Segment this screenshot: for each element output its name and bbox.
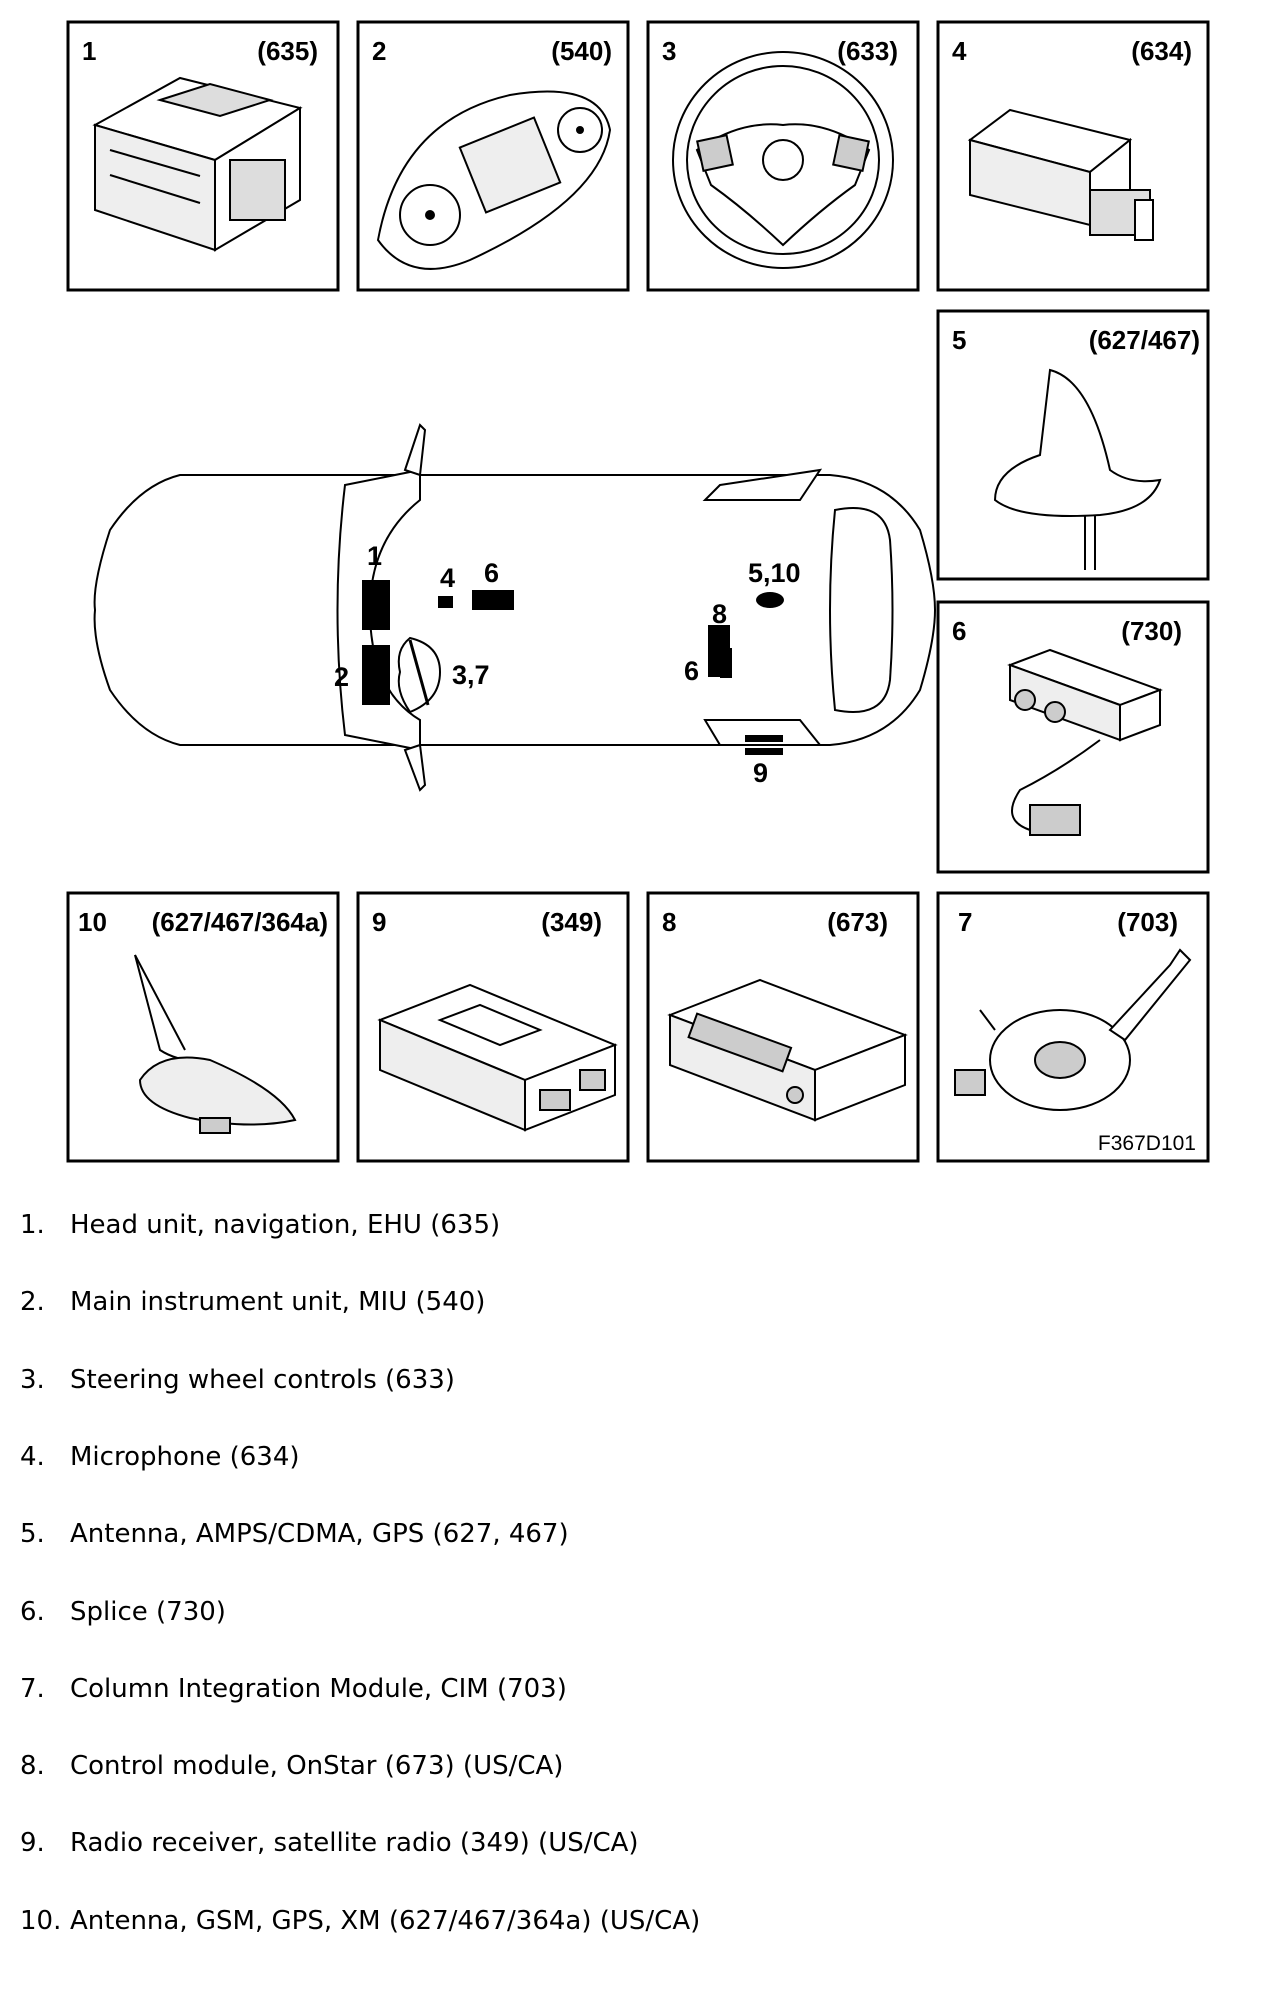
rear-window [829, 507, 894, 713]
marker-splice-front [472, 590, 514, 610]
box-number: 4 [952, 36, 967, 66]
legend-item: 1. Head unit, navigation, EHU (635) [20, 1205, 500, 1245]
legend-number: 9. [20, 1828, 45, 1859]
marker-steering-line [408, 639, 430, 706]
legend-number: 5. [20, 1519, 45, 1550]
box-code: (540) [551, 36, 612, 66]
box-code: (627/467/364a) [152, 907, 328, 937]
legend-number: 8. [20, 1751, 45, 1782]
legend-text: Radio receiver, satellite radio (349) (U… [70, 1828, 639, 1859]
legend-text: Control module, OnStar (673) (US/CA) [70, 1751, 564, 1782]
legend-number: 6. [20, 1596, 45, 1627]
box-number: 2 [372, 36, 386, 66]
legend-item: 3. Steering wheel controls (633) [20, 1360, 455, 1400]
car-label-2: 2 [334, 662, 349, 692]
box-code: (635) [257, 36, 318, 66]
marker-sat-radio-2 [745, 748, 783, 755]
box-code: (634) [1131, 36, 1192, 66]
box-number: 8 [662, 907, 676, 937]
legend-text: Antenna, GSM, GPS, XM (627/467/364a) (US… [70, 1905, 701, 1936]
satellite-receiver-illustration [377, 983, 618, 1132]
car-label-5-10: 5,10 [748, 558, 801, 588]
box-code: (673) [827, 907, 888, 937]
car-label-1: 1 [367, 541, 382, 571]
steering-wheel-illustration [672, 51, 894, 269]
marker-microphone [438, 596, 453, 608]
legend-item: 2. Main instrument unit, MIU (540) [20, 1282, 485, 1322]
box-number: 6 [952, 616, 966, 646]
component-box-9: 9 (349) [356, 891, 630, 1163]
onstar-module-illustration [667, 978, 908, 1122]
legend-item: 5. Antenna, AMPS/CDMA, GPS (627, 467) [20, 1514, 569, 1554]
legend-number: 1. [20, 1210, 45, 1240]
car-label-6-front: 6 [484, 558, 499, 588]
column-module-illustration [954, 948, 1192, 1111]
legend-text: Main instrument unit, MIU (540) [70, 1287, 486, 1318]
marker-onstar [708, 625, 730, 655]
box-code: (730) [1121, 616, 1182, 646]
component-box-6: 6 (730) [936, 600, 1210, 874]
mirror-right [403, 743, 427, 792]
legend-item: 4. Microphone (634) [20, 1437, 300, 1477]
legend-item: 8. Control module, OnStar (673) (US/CA) [20, 1746, 563, 1786]
legend-text: Splice (730) [70, 1596, 226, 1627]
legend-number: 4. [20, 1441, 45, 1472]
component-box-10: 10 (627/467/364a) [66, 891, 340, 1163]
marker-splice-rear [708, 655, 720, 677]
box-number: 5 [952, 325, 966, 355]
legend-number: 7. [20, 1673, 45, 1704]
shark-fin-antenna-illustration [993, 368, 1162, 570]
component-box-2: 2 (540) [356, 20, 630, 292]
legend-item: 10. Antenna, GSM, GPS, XM (627/467/364a) … [20, 1901, 700, 1941]
component-box-1: 1 (635) [66, 20, 340, 292]
car-label-8: 8 [712, 599, 727, 629]
component-box-3: 3 (633) [646, 20, 920, 292]
microphone-illustration [967, 108, 1154, 241]
marker-antenna [756, 592, 784, 608]
car-label-9: 9 [753, 758, 768, 788]
figure-id: F367D101 [1098, 1132, 1196, 1155]
legend-text: Steering wheel controls (633) [70, 1364, 455, 1395]
component-box-5: 5 (627/467) [936, 309, 1210, 581]
legend-number: 3. [20, 1364, 45, 1395]
marker-instrument-unit [362, 645, 390, 705]
legend-text: Antenna, AMPS/CDMA, GPS (627, 467) [70, 1519, 569, 1550]
box-code: (703) [1117, 907, 1178, 937]
marker-head-unit [362, 580, 390, 630]
legend-number: 2. [20, 1287, 45, 1318]
car-label-6-rear: 6 [684, 656, 699, 686]
box-number: 3 [662, 36, 676, 66]
box-number: 9 [372, 907, 386, 937]
box-code: (627/467) [1089, 325, 1200, 355]
car-label-3-7: 3,7 [452, 660, 490, 690]
head-unit-illustration [92, 76, 303, 252]
box-number: 7 [958, 907, 972, 937]
legend-text: Column Integration Module, CIM (703) [70, 1673, 567, 1704]
component-box-7: 7 (703) F367D101 [936, 891, 1210, 1163]
instrument-cluster-illustration [376, 90, 612, 270]
box-code: (349) [541, 907, 602, 937]
legend-text: Microphone (634) [70, 1441, 300, 1472]
component-box-4: 4 (634) [936, 20, 1210, 292]
marker-sat-radio-1 [745, 735, 783, 742]
legend-item: 7. Column Integration Module, CIM (703) [20, 1669, 567, 1709]
component-location-diagram: 1 (635) 2 (540) 3 (633) [66, 20, 1210, 1163]
component-box-8: 8 (673) [646, 891, 920, 1163]
box-code: (633) [837, 36, 898, 66]
legend-text: Head unit, navigation, EHU (635) [70, 1210, 501, 1240]
legend-item: 6. Splice (730) [20, 1592, 226, 1632]
car-top-view: 1 2 4 6 3,7 5,10 8 6 9 [93, 423, 937, 792]
legend-item: 9. Radio receiver, satellite radio (349) … [20, 1823, 639, 1863]
sunroof-right [703, 719, 823, 746]
box-number: 10 [78, 907, 107, 937]
marker-onstar-lower [720, 648, 732, 678]
car-label-4: 4 [440, 563, 455, 593]
windshield-outline [336, 468, 421, 752]
legend-number: 10. [20, 1905, 62, 1936]
splice-illustration [1007, 648, 1163, 836]
gsm-antenna-illustration [134, 954, 297, 1134]
sunroof-left [702, 468, 823, 501]
box-number: 1 [82, 36, 96, 66]
mirror-left [403, 423, 427, 477]
